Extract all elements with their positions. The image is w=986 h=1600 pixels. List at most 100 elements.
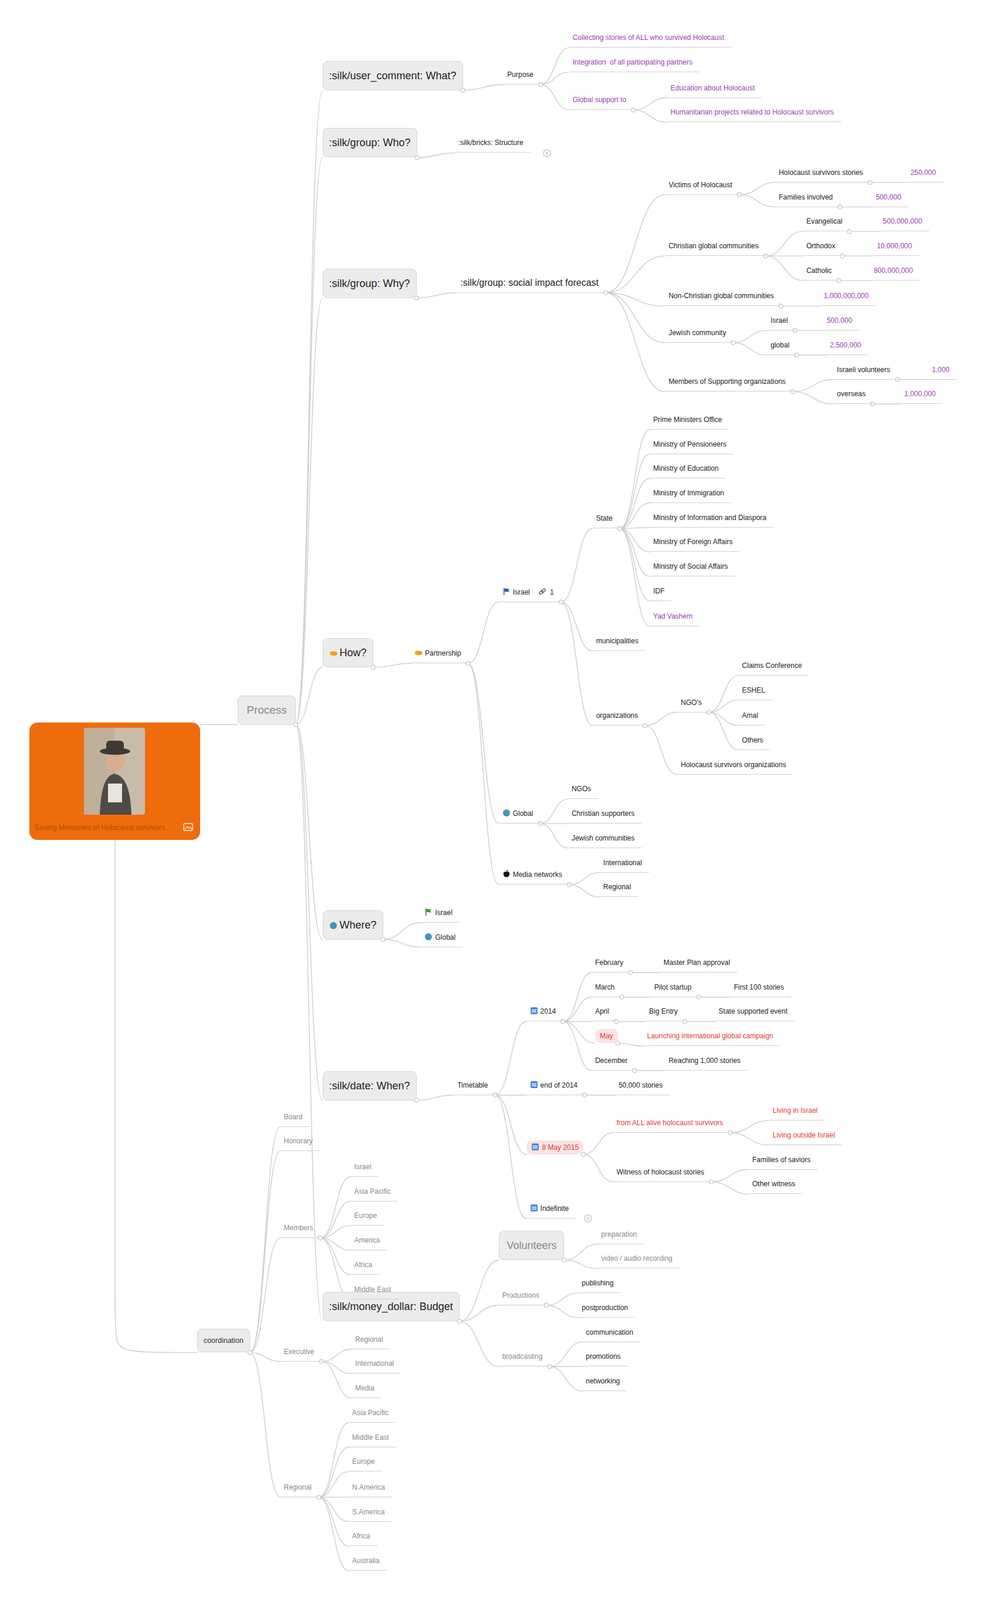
muted-node: Africa: [350, 1260, 380, 1275]
topic-node: Ministry of Immigration: [649, 488, 732, 503]
node-label: Holocaust survivors organizations: [680, 760, 786, 769]
branch-line: [321, 1361, 353, 1374]
node-label: Others: [741, 735, 763, 745]
muted-node: Europe: [348, 1456, 383, 1472]
branch-line: [842, 255, 874, 256]
topic-node: Partnership: [410, 648, 468, 664]
muted-node: Board: [279, 1112, 310, 1127]
node-label: Israel: [512, 588, 530, 597]
node-label: Members of Supporting organizations: [668, 377, 786, 386]
branch-dot: [538, 82, 543, 87]
branch-dot: [558, 599, 563, 604]
cal-icon-part: [532, 1145, 538, 1147]
collapsed-marker: [584, 1214, 592, 1222]
topic-node: Christian global communities: [664, 241, 766, 256]
muted-node: Regional: [279, 1482, 319, 1498]
branch-line: [897, 379, 929, 380]
apple-icon: [502, 869, 511, 879]
branch-line: [619, 527, 650, 529]
branch-line: [621, 996, 651, 998]
branch-line: [792, 379, 834, 393]
topic-node: Media networks: [498, 869, 570, 885]
node-label: global: [770, 340, 790, 350]
node-label: promotions: [585, 1352, 621, 1361]
shake-icon: [414, 648, 423, 657]
topic-node: Israeli volunteers: [833, 365, 898, 380]
branch-dot: [792, 328, 798, 333]
topic-node: Pilot startup: [650, 982, 699, 998]
branch-line: [765, 255, 803, 256]
topic-node: Israel1: [498, 587, 562, 603]
cal-icon-part: [531, 1085, 537, 1087]
branch-dot: [870, 402, 875, 407]
branch-line: [494, 1021, 526, 1095]
branch-line: [619, 528, 650, 601]
topic-node: Others: [738, 735, 771, 751]
topic-node: Families involved: [775, 192, 840, 208]
branch-line: [633, 109, 668, 123]
topic-node: networking: [582, 1376, 627, 1391]
muted-node: broadcasting: [498, 1351, 550, 1367]
topic-node: organizations: [592, 710, 646, 726]
topic-node: municipalities: [592, 636, 646, 651]
muted-node: Israel: [350, 1162, 378, 1177]
branch-line: [318, 1497, 349, 1546]
value-node: Education about Holocaust: [667, 83, 762, 99]
branch-line: [619, 528, 650, 577]
topic-node: April: [591, 1006, 617, 1022]
topic-node: Holocaust survivors stories: [775, 167, 870, 183]
branch-line: [561, 528, 593, 602]
branch-line: [494, 1094, 526, 1096]
node-label: Ministry of Foreign Affairs: [653, 537, 733, 546]
node-label: NGOs: [571, 784, 592, 793]
value-node: 1,000: [928, 365, 957, 380]
branch-dot: [544, 1302, 549, 1308]
branch-dot: [627, 970, 633, 975]
branch-line: [583, 1154, 613, 1183]
branch-line: [295, 90, 323, 725]
value-node: Collecting stories of ALL who survived H…: [569, 32, 732, 48]
branch-dot: [493, 1092, 498, 1097]
branch-line: [605, 292, 665, 343]
node-label: Purpose: [507, 70, 534, 79]
branch-dot: [562, 1257, 567, 1262]
topic-node: March: [591, 982, 622, 998]
forecast-node: :silk/group: social impact forecast: [456, 277, 606, 293]
branch-line: [250, 1126, 281, 1353]
node-label: Education about Holocaust: [670, 83, 755, 93]
node-label: 2,500,000: [829, 340, 861, 350]
branch-dot: [790, 389, 795, 394]
branch-line: [869, 181, 907, 183]
node-label: Members: [283, 1223, 313, 1232]
topic-node: Big Entry: [645, 1006, 685, 1022]
node-label: Ministry of Education: [653, 464, 719, 473]
photo-hat: [106, 740, 124, 752]
topic-node: Reaching 1,000 stories: [664, 1055, 748, 1071]
topic-node: Evangelical: [802, 216, 850, 232]
branch-dot: [706, 710, 711, 715]
photo-shadow: [83, 727, 115, 815]
node-label: 8 May 2015: [541, 1143, 579, 1152]
topic-node: NGO's: [677, 697, 709, 713]
branch-line: [250, 1237, 281, 1353]
node-label: coordination: [203, 1336, 244, 1345]
node-label: Volunteers: [506, 1239, 557, 1252]
branch-line: [569, 884, 600, 897]
node-label: Indefinite: [540, 1204, 570, 1213]
node-label: communication: [585, 1328, 634, 1337]
node-label: Africa: [352, 1531, 371, 1541]
branch-dot: [737, 192, 742, 197]
branch-line: [781, 305, 821, 307]
cal-icon-part: [530, 1204, 538, 1212]
branch-line: [708, 712, 739, 727]
branch-line: [549, 1342, 583, 1367]
node-label: Families of saviors: [752, 1155, 811, 1164]
cal-icon-part: [530, 1007, 538, 1015]
node-label: Big Entry: [649, 1007, 678, 1016]
node-label: postproduction: [581, 1303, 628, 1312]
branch-dot: [778, 304, 783, 309]
cal-icon: [531, 1142, 540, 1151]
branch-line: [319, 1176, 351, 1238]
node-label: N.America: [352, 1483, 386, 1492]
node-label: Prime Ministers Office: [653, 415, 722, 424]
